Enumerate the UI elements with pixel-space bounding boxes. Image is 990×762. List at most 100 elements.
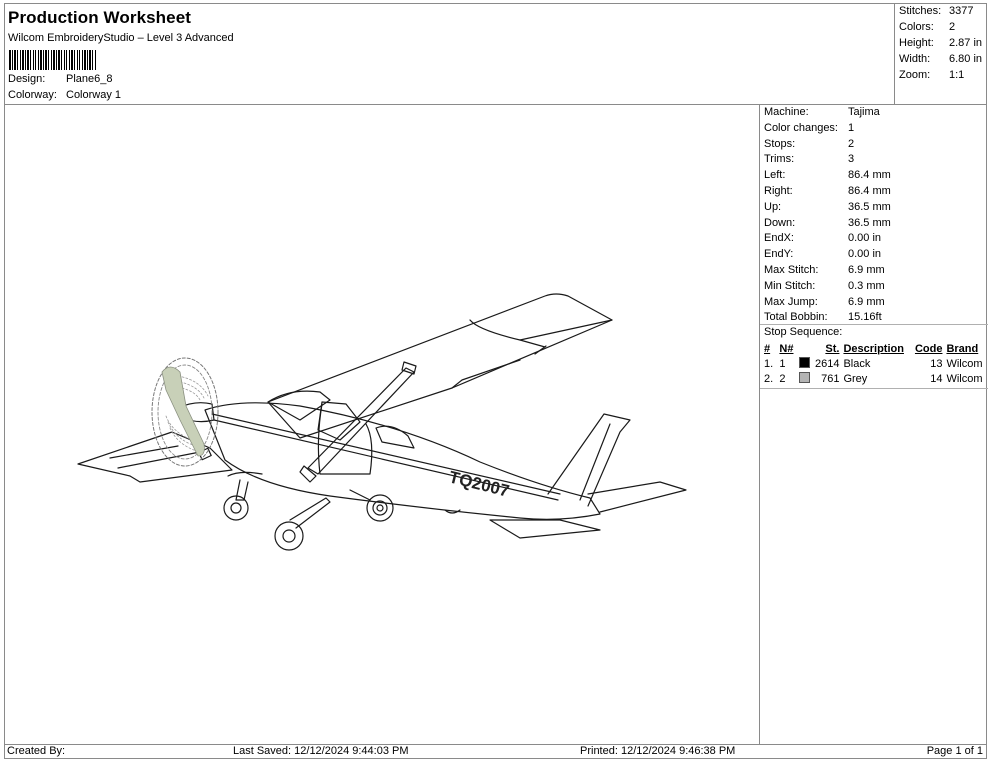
header-divider <box>4 104 987 105</box>
detail-label: Left: <box>764 169 786 182</box>
detail-value: Tajima <box>848 106 880 118</box>
detail-label: EndX: <box>764 232 794 245</box>
detail-label: Down: <box>764 216 796 229</box>
detail-value: 15.16ft <box>848 311 882 324</box>
detail-value: 86.4 mm <box>848 185 891 197</box>
width-label: Width: <box>899 53 931 65</box>
column-header-desc: Description <box>843 342 904 355</box>
detail-label: Right: <box>764 185 793 197</box>
detail-row: EndX: 0.00 in <box>764 232 881 244</box>
detail-label: Total Bobbin: <box>764 311 828 324</box>
table-bottom-divider <box>760 388 988 389</box>
printed-date: Printed: 12/12/2024 9:46:38 PM <box>580 745 736 757</box>
design-preview: TQ2007 <box>5 105 759 744</box>
height-label: Height: <box>899 37 934 49</box>
column-header-code: Code <box>914 342 943 355</box>
detail-row: Up: 36.5 mm <box>764 201 891 213</box>
detail-value: 0.00 in <box>848 248 882 261</box>
design-label: Design: <box>8 73 46 85</box>
created-by: Created By: <box>7 745 66 757</box>
design-summary: Stitches:3377 Colors:2 Height:2.87 in Wi… <box>894 3 988 104</box>
detail-value: 0.00 in <box>848 232 882 245</box>
detail-value: 0.3 mm <box>848 279 885 292</box>
column-header-swatch <box>799 341 813 356</box>
worksheet-header: Production Worksheet Wilcom EmbroiderySt… <box>5 4 895 104</box>
stitches-value: 3377 <box>949 5 974 17</box>
detail-label: Trims: <box>764 153 795 166</box>
cell-code: 13 <box>930 357 943 370</box>
cell-desc: Grey <box>843 372 868 385</box>
detail-row: Max Jump: 6.9 mm <box>764 296 885 308</box>
page-number: Page 1 of 1 <box>926 745 983 757</box>
detail-row: Min Stitch: 0.3 mm <box>764 280 885 292</box>
detail-label: Color changes: <box>764 121 838 134</box>
column-header-idx: # <box>764 342 771 355</box>
detail-label: Min Stitch: <box>764 279 816 292</box>
cell-n: 2 <box>779 372 786 385</box>
cell-st: 761 <box>821 372 840 385</box>
detail-value: 6.9 mm <box>848 295 885 308</box>
footer-divider <box>4 744 987 745</box>
colors-value: 2 <box>949 21 956 33</box>
color-swatch-icon <box>798 357 810 368</box>
cell-desc: Black <box>843 357 871 370</box>
column-header-st: St. <box>825 342 840 355</box>
stop-sequence-title: Stop Sequence: <box>764 326 843 338</box>
last-saved: Last Saved: 12/12/2024 9:44:03 PM <box>233 745 409 757</box>
design-name-row: Design: Plane6_8 <box>8 73 113 85</box>
detail-row: Left: 86.4 mm <box>764 169 891 181</box>
cell-st: 2614 <box>814 357 840 370</box>
colorway-row: Colorway: Colorway 1 <box>8 89 121 101</box>
cell-swatch <box>798 371 813 386</box>
detail-row: Total Bobbin: 15.16ft <box>764 311 882 323</box>
cell-swatch <box>798 356 813 371</box>
airplane-embroidery-design: TQ2007 <box>77 293 687 551</box>
detail-value: 6.9 mm <box>848 264 885 276</box>
stitches-row: Stitches: 3377 <box>899 5 973 17</box>
zoom-row: Zoom:1:1 <box>899 69 964 81</box>
width-value: 6.80 in <box>949 53 983 65</box>
page-title: Production Worksheet <box>8 8 192 27</box>
worksheet-frame <box>4 3 987 759</box>
detail-row: Right: 86.4 mm <box>764 185 891 197</box>
software-name: Wilcom EmbroideryStudio – Level 3 Advanc… <box>8 32 234 44</box>
cell-idx: 1. <box>764 357 774 370</box>
design-value: Plane6_8 <box>66 73 113 85</box>
detail-label: Max Stitch: <box>764 264 819 276</box>
detail-row: EndY: 0.00 in <box>764 248 881 260</box>
height-row: Height:2.87 in <box>899 37 982 49</box>
zoom-label: Zoom: <box>899 69 931 81</box>
detail-row: Stops:2 <box>764 138 854 150</box>
width-row: Width: 6.80 in <box>899 53 982 65</box>
detail-row: Max Stitch: 6.9 mm <box>764 264 885 276</box>
detail-value: 86.4 mm <box>848 169 891 182</box>
column-header-n: N# <box>779 342 794 355</box>
detail-label: Max Jump: <box>764 295 818 308</box>
detail-row: Machine: Tajima <box>764 106 880 118</box>
cell-brand: Wilcom <box>946 357 983 370</box>
barcode-icon <box>9 50 137 70</box>
stitches-label: Stitches: <box>899 5 942 17</box>
worksheet-footer: Created By: Last Saved: 12/12/2024 9:44:… <box>5 745 987 759</box>
cell-code: 14 <box>930 372 943 385</box>
colorway-label: Colorway: <box>8 89 57 101</box>
cell-brand: Wilcom <box>946 372 983 385</box>
cell-idx: 2. <box>764 372 774 385</box>
detail-row: Trims: 3 <box>764 153 854 165</box>
color-swatch-icon <box>798 372 810 383</box>
detail-label: EndY: <box>764 248 794 261</box>
detail-value: 1 <box>848 121 855 134</box>
column-header-brand: Brand <box>946 342 979 355</box>
detail-label: Machine: <box>764 106 809 118</box>
stop-sequence-divider <box>760 324 988 325</box>
detail-value: 3 <box>848 153 855 166</box>
detail-value: 36.5 mm <box>848 200 891 213</box>
detail-label: Up: <box>764 200 782 213</box>
colorway-value: Colorway 1 <box>66 89 122 101</box>
detail-value: 36.5 mm <box>848 216 891 229</box>
